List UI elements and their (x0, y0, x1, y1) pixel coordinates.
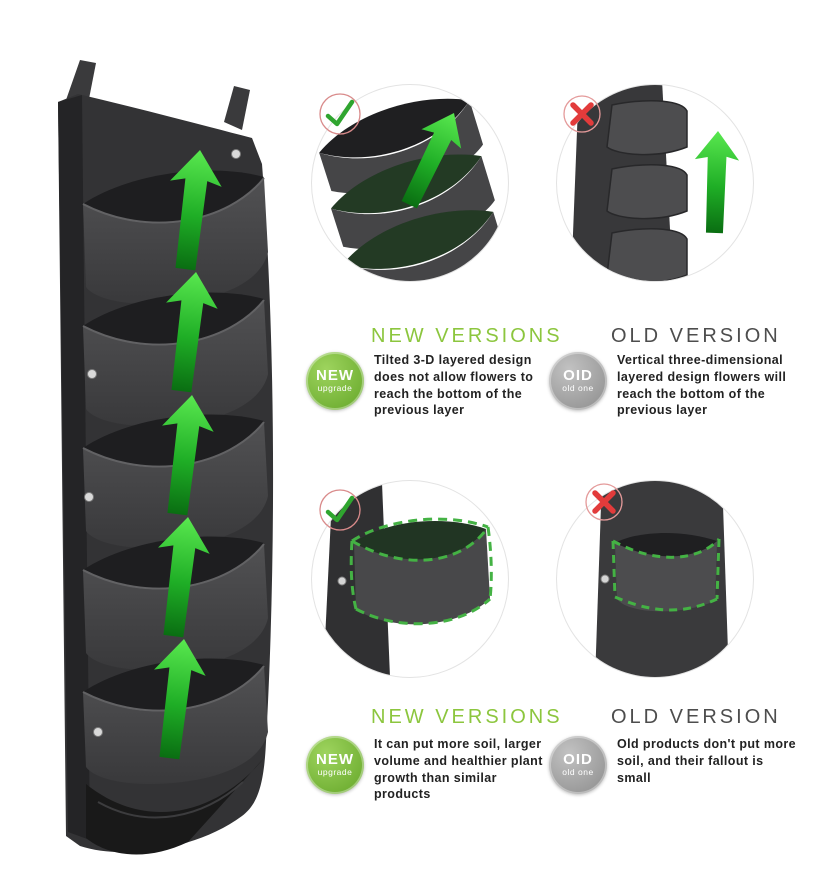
new-version-photo-bottom (311, 480, 509, 678)
old-one-badge-top: OID old one (549, 352, 607, 410)
new-version-photo-top (311, 84, 509, 282)
old-version-header-bottom: OLD VERSION (611, 706, 781, 728)
volume-outline-dashed (611, 537, 721, 612)
new-description-top: Tilted 3-D layered design does not allow… (374, 353, 534, 418)
planter-illustration (58, 60, 274, 855)
up-arrow-icon (694, 131, 740, 234)
badge-label: NEW (316, 367, 354, 385)
badge-sublabel: old one (562, 767, 594, 778)
small-pocket (595, 481, 729, 677)
new-description-bottom: It can put more soil, larger volume and … (374, 737, 543, 802)
large-pocket (324, 483, 490, 677)
volume-outline-dashed (349, 517, 493, 626)
badge-label: OID (563, 367, 593, 385)
vertical-pockets (571, 85, 688, 281)
new-upgrade-badge-top: NEW upgrade (306, 352, 364, 410)
new-upgrade-badge-bottom: NEW upgrade (306, 736, 364, 794)
tilted-pockets (319, 98, 507, 281)
old-version-photo-top (556, 84, 754, 282)
old-description-top: Vertical three-dimensional layered desig… (617, 353, 787, 418)
hanging-tab-right (224, 86, 250, 130)
grommets (84, 149, 241, 737)
hanging-tab-left (66, 60, 96, 104)
grommet (337, 576, 347, 586)
old-description-bottom: Old products don't put more soil, and th… (617, 737, 797, 785)
badge-sublabel: upgrade (317, 767, 353, 778)
new-versions-header-bottom: NEW VERSIONS (371, 706, 563, 728)
old-one-badge-bottom: OID old one (549, 736, 607, 794)
old-version-header-top: OLD VERSION (611, 325, 781, 347)
old-version-photo-bottom (556, 480, 754, 678)
grommet (600, 574, 610, 584)
vertical-planter-photo (28, 42, 278, 862)
badge-label: OID (563, 751, 593, 769)
badge-label: NEW (316, 751, 354, 769)
up-arrow-icon (401, 113, 462, 209)
badge-sublabel: upgrade (317, 383, 353, 394)
badge-sublabel: old one (562, 383, 594, 394)
bottom-fold (86, 758, 264, 855)
new-versions-header-top: NEW VERSIONS (371, 325, 563, 347)
